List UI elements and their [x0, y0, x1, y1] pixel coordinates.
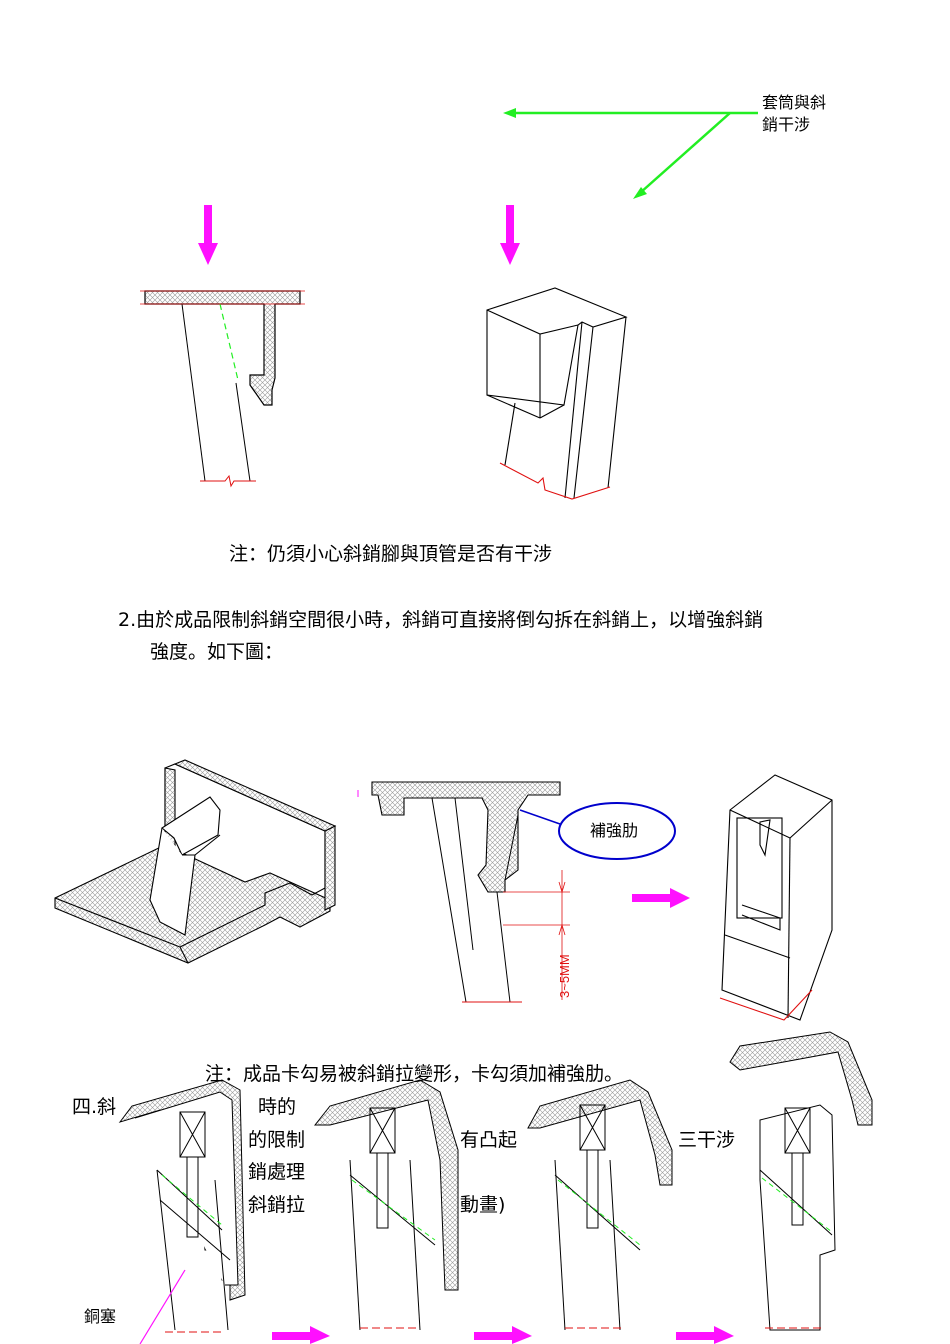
interference-callout-line2: 銷干涉 [762, 114, 811, 134]
lifter-section-drawing [140, 290, 305, 488]
transition-arrow-bottom-3 [676, 1326, 734, 1344]
section-4-fragment-a: 時的 [258, 1096, 297, 1118]
section-4-fragment-c: 有凸起 [460, 1129, 518, 1151]
interference-callout-arrows [503, 108, 758, 199]
section-4-prefix: 四.斜 [72, 1096, 117, 1118]
section-4-fragment-f: 斜銷拉 [248, 1194, 306, 1216]
section-4-fragment-e: 銷處理 [248, 1161, 306, 1183]
push-arrow-right [500, 205, 520, 265]
section-4-fragment-b: 的限制 [248, 1129, 306, 1151]
transition-arrow-bottom-2 [474, 1326, 532, 1344]
note-2: 注：成品卡勾易被斜銷拉變形，卡勾須加補強肋。 [205, 1063, 624, 1085]
transition-arrow-middle [632, 888, 690, 908]
part-isometric-drawing [54, 759, 337, 964]
sequence-frame-4 [729, 1031, 873, 1331]
sequence-frame-2 [313, 1079, 459, 1331]
item-2-line1: 2.由於成品限制斜銷空間很小時，斜銷可直接將倒勾拆在斜銷上，以增強斜銷 [118, 609, 764, 631]
interference-callout-label: 套筒與斜 銷干涉 [762, 92, 826, 135]
sequence-frame-3 [527, 1079, 673, 1331]
lifter-hook-3d-drawing [719, 774, 833, 1021]
interference-callout-line1: 套筒與斜 [762, 93, 827, 112]
transition-arrow-bottom-1 [272, 1326, 330, 1344]
push-arrow-left [198, 205, 218, 265]
dimension-label: 3~5MM [557, 954, 572, 998]
item-2-line2: 強度。如下圖： [150, 641, 284, 663]
note-1: 注：仍須小心斜銷腳與頂管是否有干涉 [229, 543, 553, 565]
reinforced-section-drawing [357, 781, 676, 1003]
section-4-fragment-g: 動畫) [460, 1194, 506, 1216]
lifter-3d-drawing [486, 287, 628, 500]
copper-plug-label: 銅塞 [84, 1307, 117, 1326]
reinforce-rib-label: 補強肋 [590, 821, 639, 840]
sequence-frame-1 [118, 1079, 246, 1344]
section-4-fragment-d: 三干涉 [678, 1129, 736, 1151]
